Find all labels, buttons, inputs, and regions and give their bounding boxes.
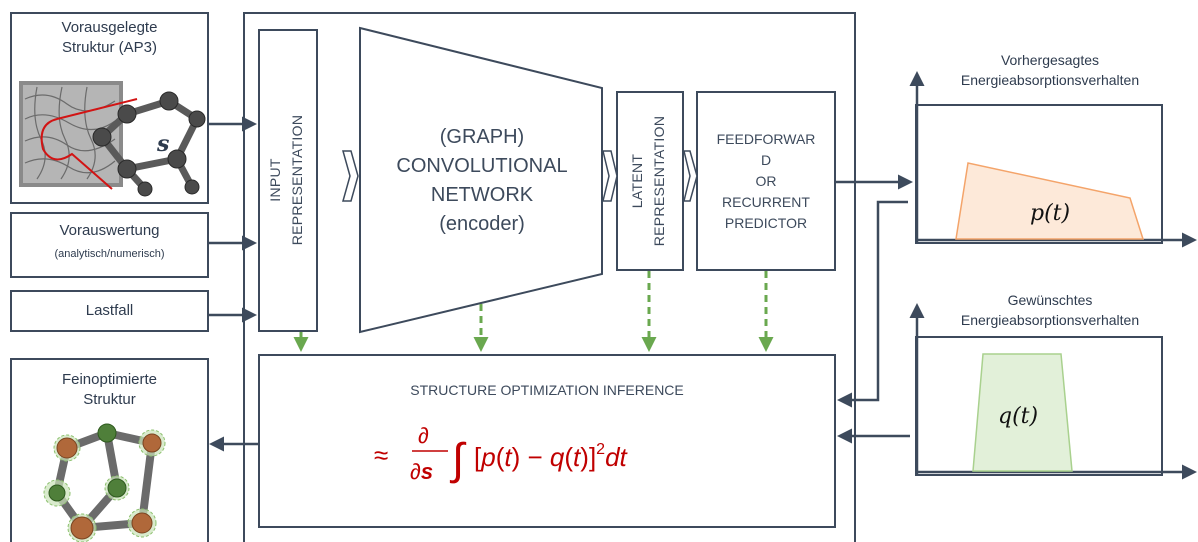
predictor-label: FEEDFORWAR D OR RECURRENT PREDICTOR	[716, 131, 816, 231]
svg-text:≈: ≈	[374, 440, 388, 470]
predicted-behavior-title: Vorhergesagtes Energieabsorptionsverhalt…	[960, 52, 1140, 88]
input-representation-label: INPUT REPRESENTATION	[267, 114, 305, 246]
encoder-label: (GRAPH) CONVOLUTIONAL NETWORK (encoder)	[396, 126, 568, 235]
input-representation-box: INPUT REPRESENTATION	[258, 29, 318, 332]
optimized-structure-box: Feinoptimierte Struktur	[10, 358, 209, 542]
desired-behavior-box	[915, 336, 1163, 476]
encoder-trapezoid	[359, 26, 603, 334]
optimized-lattice-image	[43, 423, 166, 542]
loss-formula: ≈ ∂ ∂s ∫ [p(t) − q(t)]2dt	[374, 423, 629, 484]
s-symbol: s	[156, 131, 169, 157]
svg-text:[p(t) − q(t)]2dt: [p(t) − q(t)]2dt	[474, 441, 629, 472]
optimized-structure-title: Feinoptimierte Struktur	[61, 371, 158, 408]
load-case-label: Lastfall	[85, 302, 134, 319]
svg-text:∂: ∂	[418, 423, 429, 448]
desired-behavior-title: Gewünschtes Energieabsorptionsverhalten	[960, 292, 1140, 328]
optimization-inference-box: STRUCTURE OPTIMIZATION INFERENCE ≈ ∂ ∂s …	[258, 354, 836, 528]
latent-representation-box: LATENT REPRESENTATION	[616, 91, 684, 271]
preliminary-structure-title: Vorausgelegte Struktur (AP3)	[61, 19, 158, 56]
lattice-structure-image: s	[19, 81, 206, 197]
latent-representation-label: LATENT REPRESENTATION	[629, 115, 667, 247]
predictor-box: FEEDFORWAR D OR RECURRENT PREDICTOR	[696, 91, 836, 271]
pre-evaluation-title: Vorauswertung	[59, 222, 160, 239]
preliminary-structure-box: Vorausgelegte Struktur (AP3) s	[10, 12, 209, 204]
predicted-behavior-box	[915, 104, 1163, 244]
svg-text:∫: ∫	[449, 435, 467, 484]
pre-evaluation-box: Vorauswertung (analytisch/numerisch)	[10, 212, 209, 278]
svg-text:∂s: ∂s	[410, 459, 433, 484]
load-case-box: Lastfall	[10, 290, 209, 332]
optimization-title: STRUCTURE OPTIMIZATION INFERENCE	[410, 382, 684, 398]
pre-evaluation-subtitle: (analytisch/numerisch)	[54, 248, 165, 260]
